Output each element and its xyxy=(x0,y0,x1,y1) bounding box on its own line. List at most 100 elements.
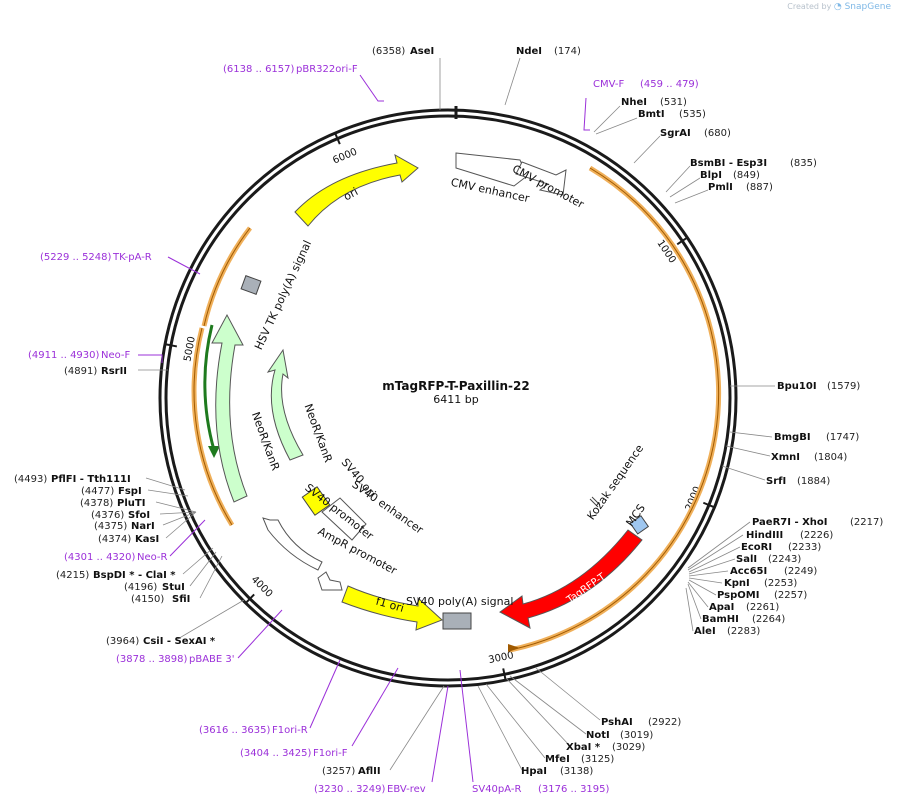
leader-srfi xyxy=(721,465,766,481)
primer-f1ori-r-name: F1ori-R xyxy=(272,725,308,736)
tick-mark-6000 xyxy=(334,133,341,145)
primer-f1ori-f-name: F1ori-F xyxy=(313,748,348,759)
site-kpni-pos: (2253) xyxy=(764,578,797,589)
features xyxy=(211,152,650,631)
site-afliii-pos: (3257) xyxy=(322,766,355,777)
site-ndei-name: NdeI xyxy=(516,46,542,57)
leader-bspdi xyxy=(182,547,214,575)
leader-afliii xyxy=(389,685,445,771)
site-noti-pos: (3019) xyxy=(620,730,653,741)
leader-bamhi xyxy=(687,583,702,620)
leader-bmti xyxy=(595,117,638,135)
leader-csii xyxy=(175,599,245,641)
primer-leaders xyxy=(138,74,590,783)
site-acc65i-name: Acc65I xyxy=(730,566,767,577)
site-alei-pos: (2283) xyxy=(727,626,760,637)
orf-arcs xyxy=(191,165,722,653)
neo-inner-label: NeoR/KanR xyxy=(302,402,335,465)
neo-inner-arrow xyxy=(266,348,304,461)
site-ndei-pos: (174) xyxy=(554,46,581,57)
site-asei-pos: (6358) xyxy=(372,46,405,57)
credit-prefix: Created by xyxy=(787,2,832,11)
primer-neo-r-name: Neo-R xyxy=(137,552,168,563)
tagrfp-arrow xyxy=(499,529,643,629)
orf-arc-paxillin-core xyxy=(509,167,720,651)
ampr-promoter-arrow xyxy=(317,571,343,591)
hsv-tk-label: HSV TK poly(A) signal xyxy=(252,238,314,351)
site-hpai-pos: (3138) xyxy=(560,766,593,777)
site-alei-name: AleI xyxy=(694,626,716,637)
site-nari-name: NarI xyxy=(131,521,155,532)
leader-bmgbi xyxy=(729,431,773,438)
site-ecori-name: EcoRI xyxy=(741,542,772,553)
site-pluti-name: PluTI xyxy=(117,498,145,509)
primer-leader-ebv xyxy=(431,685,449,783)
primer-pbr322-name: pBR322ori-F xyxy=(296,64,358,75)
tick-label-3000: 3000 xyxy=(488,650,515,666)
leader-sali xyxy=(688,558,736,575)
primer-tk-name: TK-pA-R xyxy=(112,252,152,263)
site-sgrai-name: SgrAI xyxy=(660,128,691,139)
site-rsrii-pos: (4891) xyxy=(64,366,97,377)
site-fspi-name: FspI xyxy=(118,486,142,497)
primer-f1ori-f-range: (3404 .. 3425) xyxy=(240,748,312,759)
site-sali-name: SalI xyxy=(736,554,757,565)
sv40-promoter-arrow xyxy=(262,517,323,571)
site-sgrai-pos: (680) xyxy=(704,128,731,139)
leader-acc65i xyxy=(688,570,729,577)
site-hindiii-name: HindIII xyxy=(746,530,783,541)
primer-labels: CMV-F (459 .. 479) (6138 .. 6157) pBR322… xyxy=(28,64,699,795)
cmv-promoter-arrow xyxy=(515,161,567,196)
leader-blpi xyxy=(669,177,701,198)
leader-hindiii xyxy=(687,534,744,571)
snapgene-brand-text: SnapGene xyxy=(844,2,891,12)
site-paer7i-name: PaeR7I - XhoI xyxy=(752,517,828,528)
snapgene-logo-icon: ◔ xyxy=(833,2,842,12)
primer-leader-f1ori-f xyxy=(351,667,399,747)
leader-fspi xyxy=(147,489,189,497)
primer-mark-pbr322 xyxy=(359,74,384,102)
site-rsrii-name: RsrII xyxy=(101,366,127,377)
site-mfei-name: MfeI xyxy=(545,754,570,765)
site-kpni-name: KpnI xyxy=(724,578,750,589)
leader-kpni xyxy=(688,577,723,584)
site-mfei-pos: (3125) xyxy=(581,754,614,765)
site-acc65i-pos: (2249) xyxy=(784,566,817,577)
site-pshai-pos: (2922) xyxy=(648,717,681,728)
site-blpi-name: BlpI xyxy=(700,170,722,181)
site-bpu10i-name: Bpu10I xyxy=(777,381,817,392)
site-xbai-name: XbaI * xyxy=(566,742,601,753)
site-nhei-pos: (531) xyxy=(660,97,687,108)
site-hindiii-pos: (2226) xyxy=(800,530,833,541)
site-pflfi-name: PflFI - Tth111I xyxy=(51,474,131,485)
leader-xbai xyxy=(505,677,571,747)
site-pflfi-pos: (4493) xyxy=(14,474,47,485)
primer-tk-range: (5229 .. 5248) xyxy=(40,252,112,263)
sv40-polya-box xyxy=(442,612,472,630)
site-pmli-pos: (887) xyxy=(746,182,773,193)
site-sfoi-pos: (4376) xyxy=(91,510,124,521)
site-pspomi-pos: (2257) xyxy=(774,590,807,601)
site-xbai-pos: (3029) xyxy=(612,742,645,753)
tick-mark-4000 xyxy=(245,593,255,604)
snapgene-brand: ◔ SnapGene xyxy=(834,2,891,12)
leader-pmli xyxy=(674,189,709,204)
site-sfii-name: SfiI xyxy=(172,594,190,605)
leader-sfoi xyxy=(159,511,197,515)
primer-leader-tk xyxy=(167,256,201,275)
primer-leader-sv40pa xyxy=(459,669,474,783)
neo-outer-arrow xyxy=(211,313,248,503)
ori-label: ori xyxy=(341,185,360,203)
tick-mark-2000 xyxy=(702,501,714,508)
leader-pflfi xyxy=(145,477,186,491)
backbone-inner-ring xyxy=(164,114,732,682)
site-bamhi-name: BamHI xyxy=(702,614,739,625)
site-kasi-name: KasI xyxy=(135,534,159,545)
primer-leader-neo-r xyxy=(169,519,206,557)
site-labels: (6358) AseI NdeI (174) NheI (531) BmtI (… xyxy=(14,46,883,777)
kozak-mark xyxy=(591,496,601,506)
orf-arc-paxillin-head xyxy=(508,644,520,652)
primer-cmv-f-name: CMV-F xyxy=(593,79,624,90)
site-pspomi-name: PspOMI xyxy=(717,590,759,601)
sv40-enhancer-arrow xyxy=(321,497,367,541)
